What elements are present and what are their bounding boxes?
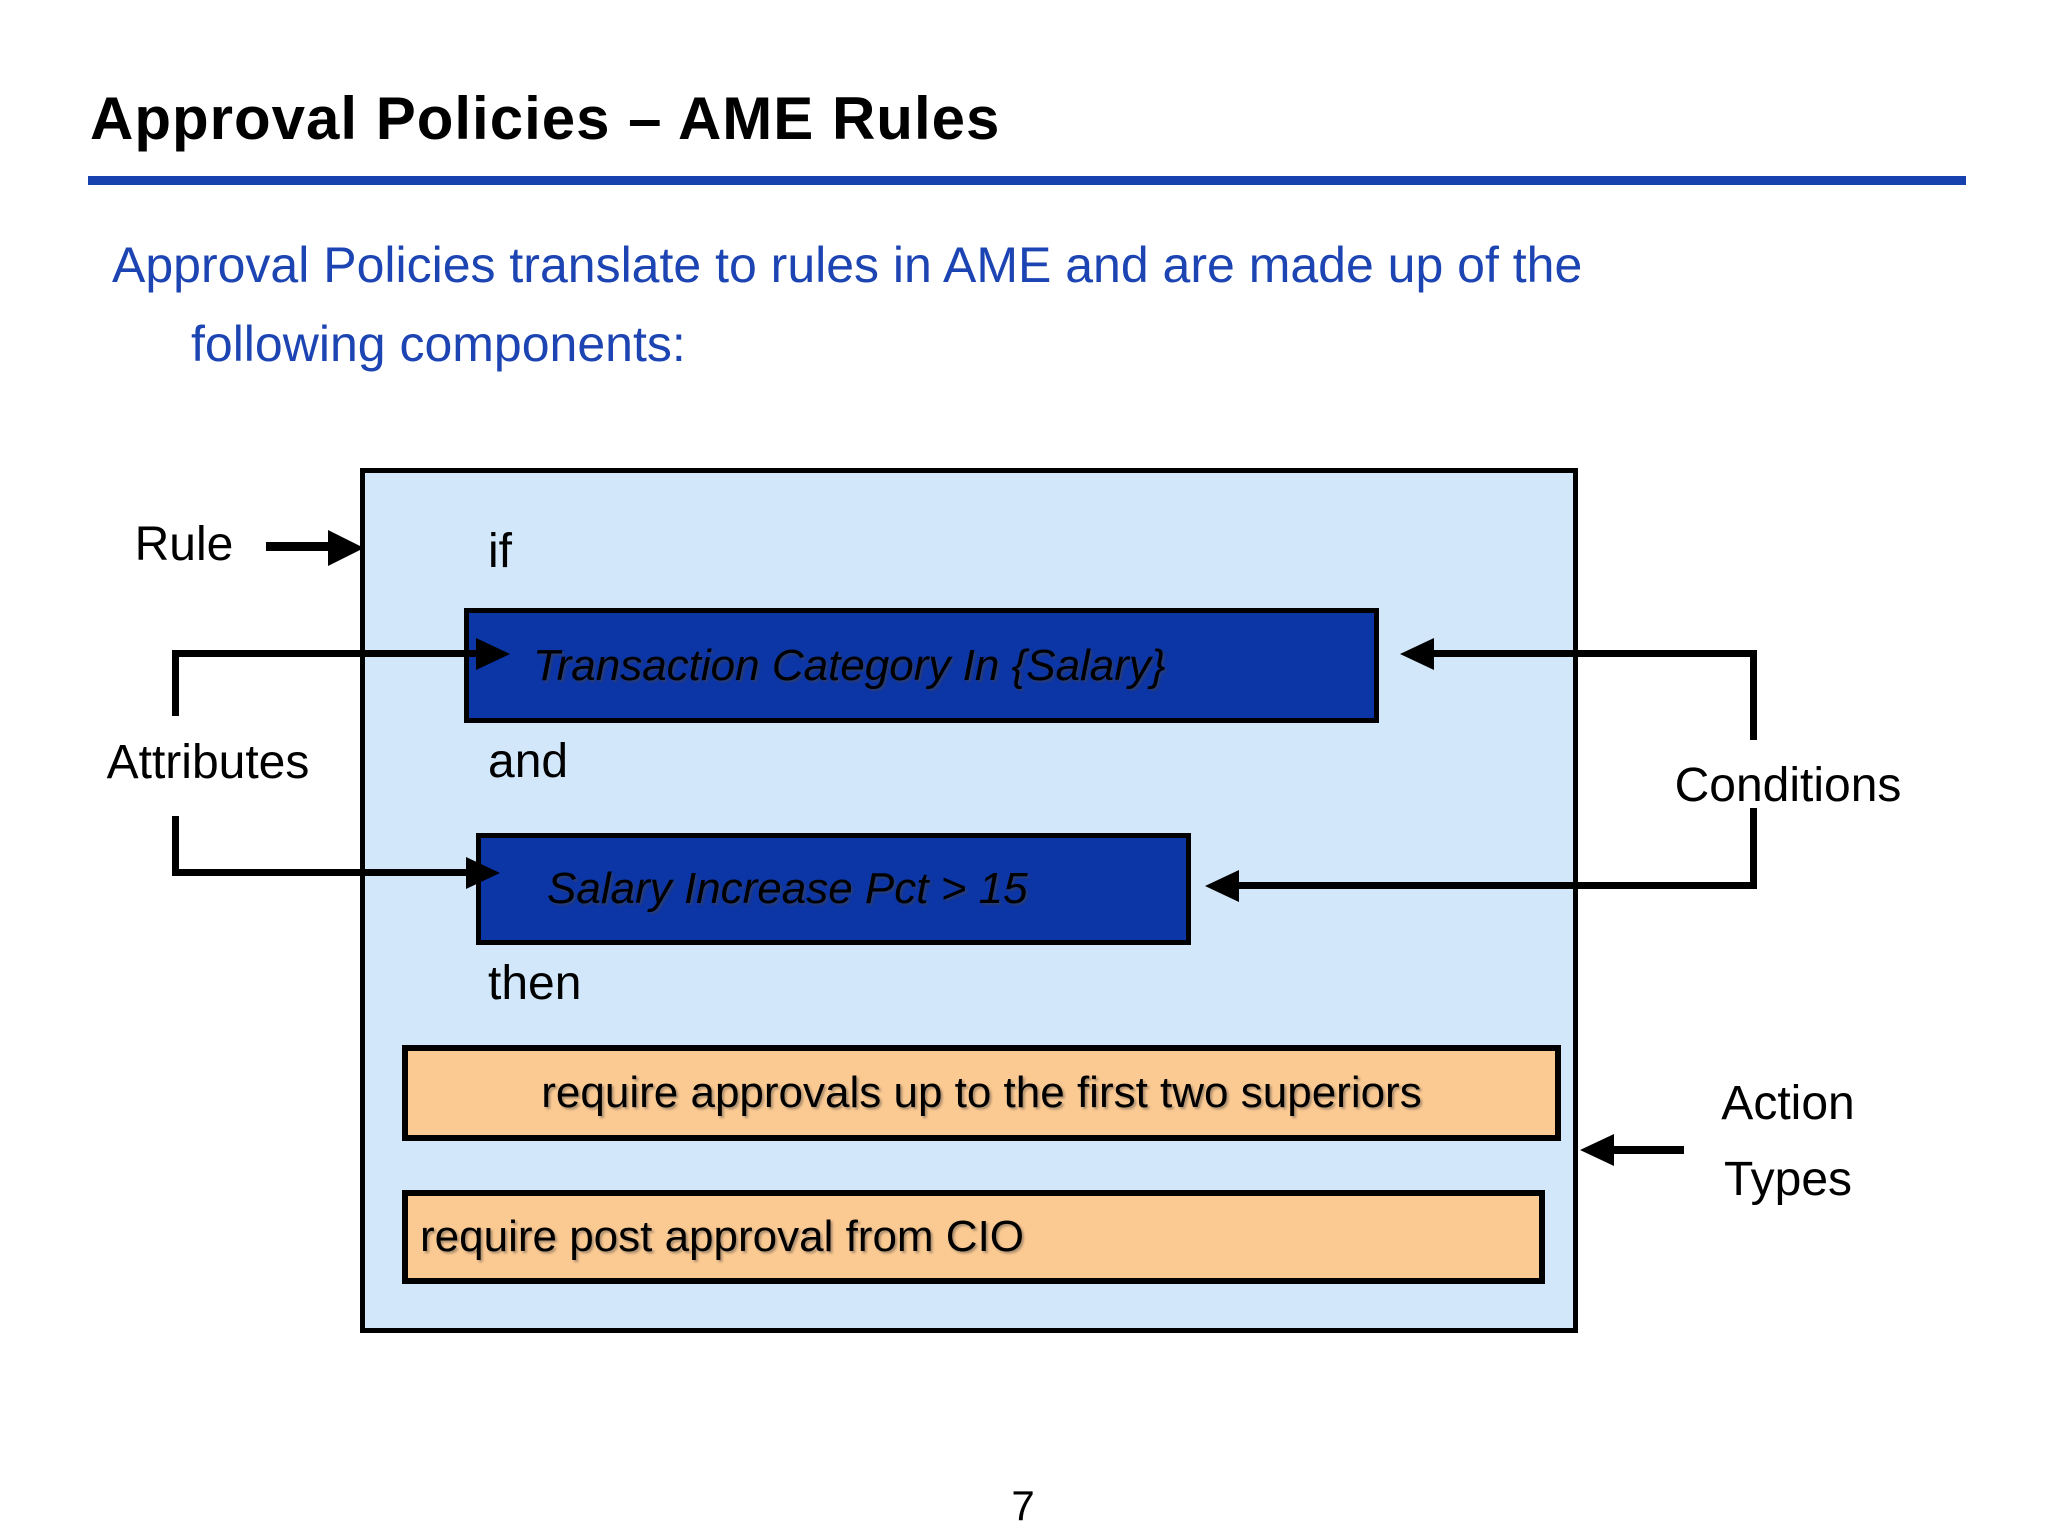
page-title: Approval Policies – AME Rules	[90, 85, 1001, 152]
subtitle-line-2: following components:	[191, 316, 686, 372]
attributes-bracket-upper-line	[172, 650, 179, 716]
conditions-bracket-lower-line	[1750, 808, 1757, 889]
action-box-2: require post approval from CIO	[402, 1190, 1545, 1284]
rule-label: Rule	[134, 518, 234, 571]
conditions-arrow-1-line	[1434, 650, 1757, 657]
action-types-arrow-line	[1612, 1146, 1684, 1154]
rule-arrowhead-right-icon	[328, 530, 364, 566]
attributes-arrow-1-line	[172, 650, 478, 657]
keyword-if: if	[488, 525, 512, 578]
action-text-1: require approvals up to the first two su…	[541, 1068, 1422, 1117]
action-text-2: require post approval from CIO	[420, 1212, 1025, 1261]
action-box-1: require approvals up to the first two su…	[402, 1045, 1561, 1141]
action-types-label-line-1: Action	[1721, 1077, 1855, 1130]
condition-text-1: Transaction Category In {Salary}	[533, 640, 1166, 690]
attributes-label: Attributes	[106, 736, 310, 789]
conditions-bracket-upper-line	[1750, 650, 1757, 740]
page-number: 7	[1011, 1482, 1035, 1529]
action-types-label-line-2: Types	[1723, 1153, 1853, 1206]
action-types-arrowhead-left-icon	[1580, 1134, 1614, 1166]
conditions-arrow-2-line	[1239, 882, 1757, 889]
attributes-arrowhead-1-right-icon	[476, 638, 510, 670]
condition-text-2: Salary Increase Pct > 15	[547, 864, 1028, 913]
keyword-and: and	[488, 735, 569, 788]
condition-box-2: Salary Increase Pct > 15	[476, 833, 1191, 945]
conditions-arrowhead-2-left-icon	[1205, 870, 1239, 902]
rule-arrow-line	[266, 542, 330, 551]
subtitle-line-1: Approval Policies translate to rules in …	[112, 237, 1583, 293]
keyword-then: then	[488, 957, 582, 1010]
conditions-label: Conditions	[1674, 759, 1902, 812]
condition-box-1: Transaction Category In {Salary}	[464, 608, 1379, 723]
attributes-bracket-lower-line	[172, 816, 179, 876]
attributes-arrow-2-line	[172, 869, 468, 876]
attributes-arrowhead-2-right-icon	[466, 857, 500, 889]
title-underline	[88, 176, 1966, 185]
conditions-arrowhead-1-left-icon	[1400, 638, 1434, 670]
